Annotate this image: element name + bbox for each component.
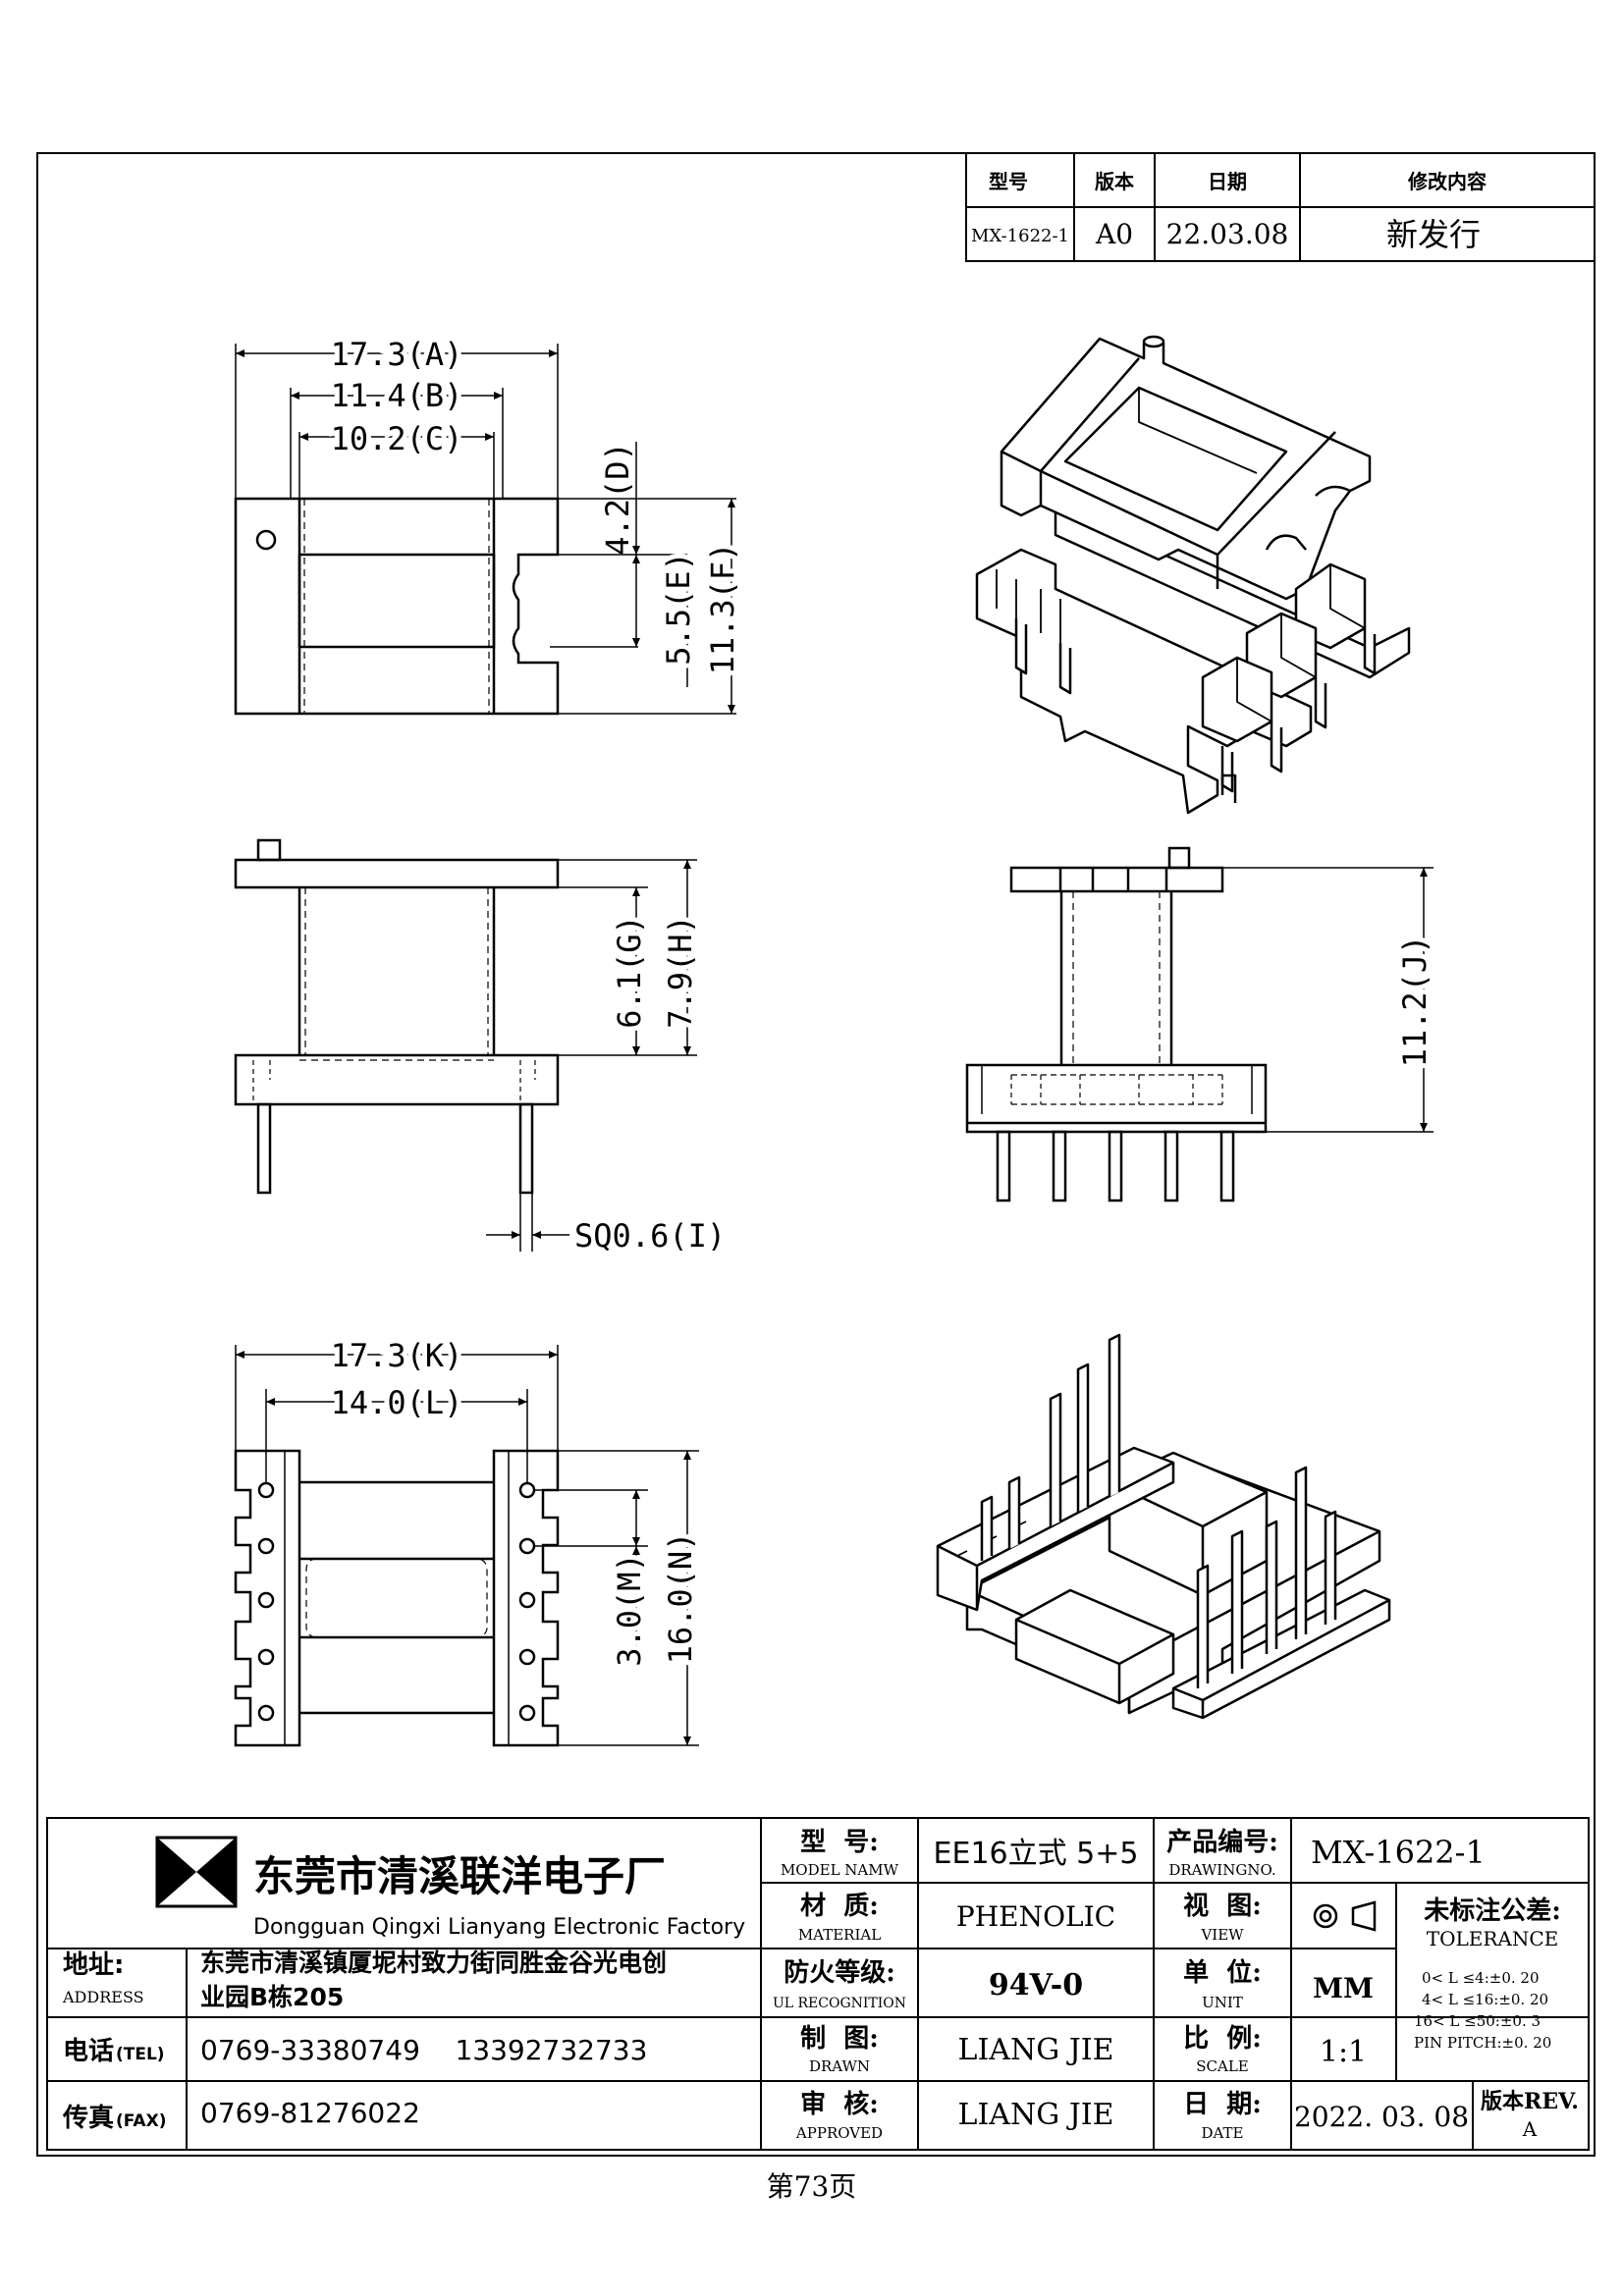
front-view: [965, 846, 1268, 1202]
dim-n-label: 16.0(N): [662, 1532, 699, 1665]
unit-value: MM: [1313, 1972, 1374, 2004]
dim-g-label: 6.1(G): [611, 915, 648, 1029]
dim-c-label: 10.2(C): [331, 420, 463, 457]
address-label-en: ADDRESS: [62, 1988, 144, 2006]
tel-label: 电话: [63, 2037, 114, 2066]
material-label: 材 质:: [800, 1892, 879, 1921]
rev-label: 版本REV.: [1481, 2089, 1579, 2114]
dim-e-label: 5.5(E): [660, 552, 697, 666]
company-logo: [155, 1836, 238, 1908]
unit-label: 单 位:: [1183, 1957, 1262, 1988]
projection-symbol-icon: [1313, 1900, 1377, 1932]
dim-j-label: 11.2(J): [1396, 935, 1434, 1068]
isometric-view-bottom: [936, 1333, 1391, 1720]
unit-label-en: UNIT: [1202, 1994, 1243, 2011]
scale-label: 比 例:: [1183, 2024, 1262, 2054]
approved-value: LIANG JIE: [958, 2098, 1114, 2132]
rev-model: MX-1622-1: [971, 226, 1069, 246]
model-value: EE16立式 5+5: [934, 1837, 1139, 1871]
address-label: 地址:: [63, 1950, 124, 1980]
bottom-view: [234, 1449, 560, 1747]
rev-date: 22.03.08: [1166, 218, 1289, 250]
company-name-cn: 东莞市清溪联洋电子厂: [253, 1852, 666, 1900]
fire-label: 防火等级:: [784, 1957, 895, 1988]
fire-value: 94V-0: [989, 1968, 1083, 2002]
rev-header-version: 版本: [1095, 170, 1134, 193]
date-label-en: DATE: [1202, 2124, 1244, 2142]
rev-header-date: 日期: [1208, 170, 1247, 193]
material-label-en: MATERIAL: [798, 1926, 881, 1944]
view-label-en: VIEW: [1200, 1926, 1244, 1944]
address-line-2: 业园B栋205: [200, 1983, 344, 2011]
rev-header-model: 型号: [989, 170, 1028, 193]
dim-a-label: 17.3(A): [331, 336, 463, 373]
fax-label-en: (FAX): [116, 2111, 166, 2131]
rev-header-changes: 修改内容: [1407, 170, 1487, 193]
view-label: 视 图:: [1183, 1892, 1262, 1921]
dim-m-label: 3.0(M): [611, 1553, 648, 1667]
drawn-value: LIANG JIE: [958, 2033, 1114, 2067]
company-name-en: Dongguan Qingxi Lianyang Electronic Fact…: [253, 1915, 745, 1940]
material-value: PHENOLIC: [956, 1900, 1115, 1933]
model-label: 型 号:: [800, 1828, 879, 1857]
rev-version: A0: [1095, 218, 1133, 250]
tolerance-line-1: 0< L ≤4:±0. 20: [1422, 1969, 1540, 1987]
fax-label: 传真: [62, 2104, 114, 2133]
dim-k-label: 17.3(K): [331, 1337, 463, 1374]
rev-changes: 新发行: [1386, 216, 1481, 253]
tel-value: 0769-33380749 13392732733: [200, 2034, 647, 2066]
dim-l-label: 14.0(L): [331, 1384, 463, 1421]
top-view-dimensions: [235, 344, 735, 714]
dim-b-label: 11.4(B): [331, 377, 463, 414]
tolerance-line-3: 16< L ≤50:±0. 3: [1414, 2012, 1541, 2030]
page-number: 第73页: [766, 2170, 857, 2203]
dim-i-label: SQ0.6(I): [574, 1217, 726, 1255]
dim-h-label: 7.9(H): [662, 915, 699, 1029]
approved-label: 审 核:: [800, 2089, 879, 2119]
top-view: [234, 497, 736, 716]
dim-f-label: 11.3(F): [704, 543, 741, 675]
bottom-view-dimensions: [235, 1345, 699, 1746]
product-no-value: MX-1622-1: [1311, 1834, 1486, 1871]
rev-value: A: [1522, 2117, 1538, 2141]
address-line-1: 东莞市清溪镇厦坭村致力街同胜金谷光电创: [200, 1949, 667, 1977]
side-view-dimensions: [486, 859, 697, 1252]
date-value: 2022. 03. 08: [1294, 2101, 1469, 2133]
revision-table: 型号 版本 日期 修改内容 MX-1622-1 A0 22.03.08 新发行: [965, 152, 1596, 262]
date-label: 日 期:: [1183, 2090, 1262, 2119]
tolerance-line-2: 4< L ≤16:±0. 20: [1422, 1991, 1548, 2008]
fax-value: 0769-81276022: [200, 2097, 420, 2129]
dim-d-label: 4.2(D): [599, 442, 636, 556]
scale-value: 1:1: [1320, 2035, 1367, 2069]
model-label-en: MODEL NAMW: [781, 1861, 899, 1879]
front-view-dimensions: [1222, 867, 1434, 1133]
product-no-label: 产品编号:: [1166, 1827, 1278, 1857]
title-block: [46, 1817, 1590, 2151]
tolerance-title-en: TOLERANCE: [1427, 1927, 1559, 1950]
fire-label-en: UL RECOGNITION: [773, 1996, 906, 2011]
product-no-label-en: DRAWINGNO.: [1168, 1861, 1275, 1879]
drawn-label: 制 图:: [800, 2024, 879, 2054]
tolerance-line-4: PIN PITCH:±0. 20: [1414, 2034, 1551, 2052]
drawn-label-en: DRAWN: [809, 2057, 870, 2075]
isometric-view-top: [975, 335, 1411, 815]
tolerance-title-cn: 未标注公差:: [1424, 1896, 1561, 1926]
drawing-frame: [36, 152, 1596, 2157]
side-view: [234, 838, 560, 1195]
tel-label-en: (TEL): [116, 2045, 165, 2064]
approved-label-en: APPROVED: [795, 2124, 883, 2142]
scale-label-en: SCALE: [1196, 2057, 1249, 2075]
